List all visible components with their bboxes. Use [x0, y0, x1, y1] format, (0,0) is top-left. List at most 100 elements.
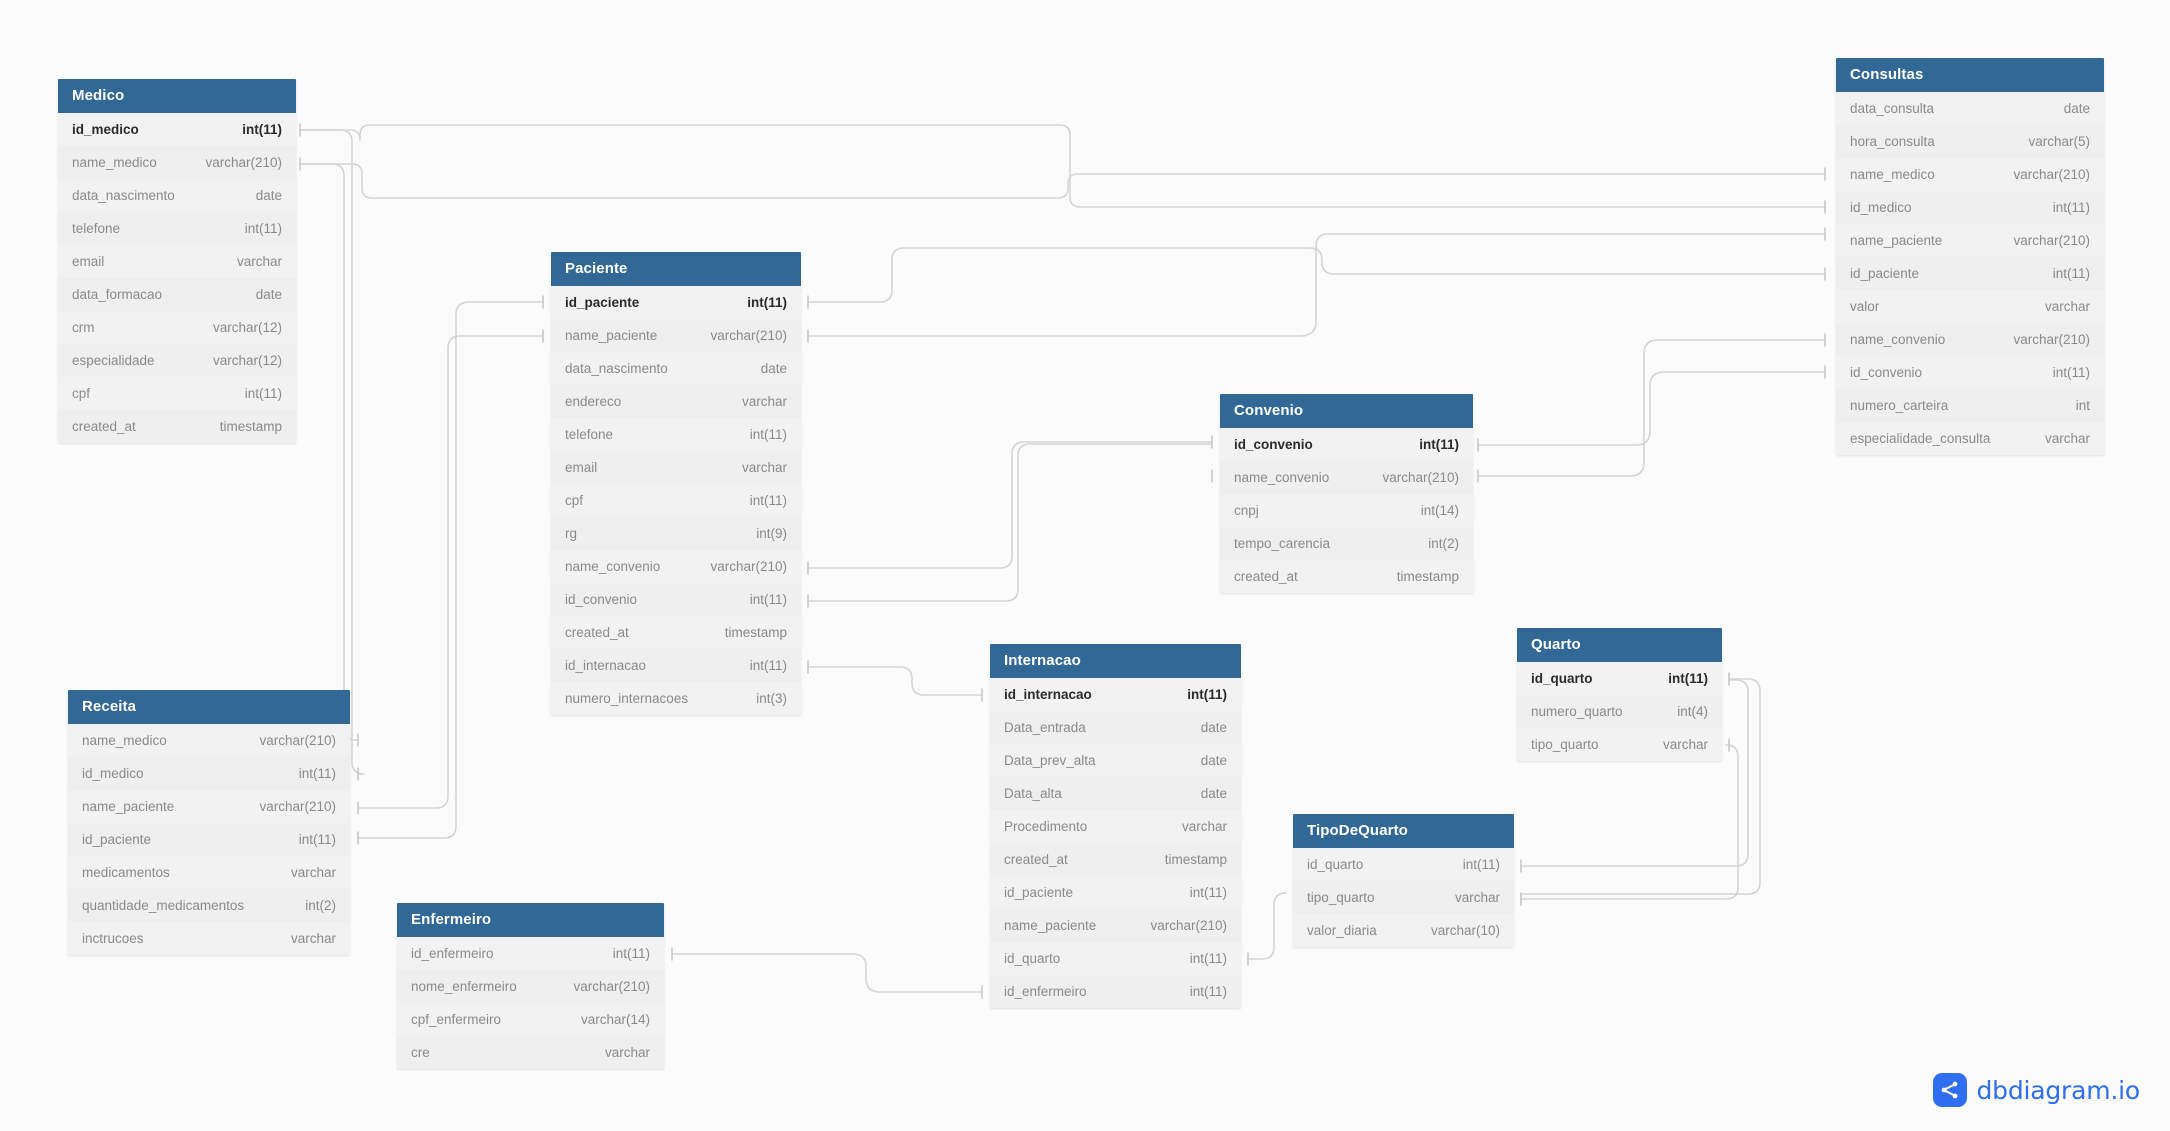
table-title-enfermeiro[interactable]: Enfermeiro: [397, 903, 664, 937]
table-title-consultas[interactable]: Consultas: [1836, 58, 2104, 92]
field-type: int(11): [1187, 687, 1227, 702]
field-type: int(11): [1419, 437, 1459, 452]
field-type: varchar(210): [573, 979, 650, 994]
edge-paciente-internacao: [807, 666, 983, 696]
field-name: name_paciente: [1850, 233, 1943, 248]
table-title-medico[interactable]: Medico: [58, 79, 296, 113]
field-type: date: [1200, 786, 1227, 801]
field-name: numero_internacoes: [565, 691, 689, 706]
field-type: int(11): [2052, 200, 2090, 215]
field-type: int(11): [298, 766, 336, 781]
field-name: data_consulta: [1850, 101, 1935, 116]
table-title-receita[interactable]: Receita: [68, 690, 350, 724]
field-name: endereco: [565, 394, 622, 409]
table-title-quarto[interactable]: Quarto: [1517, 628, 1722, 662]
field-name: valor: [1850, 299, 1880, 314]
table-title-convenio[interactable]: Convenio: [1220, 394, 1473, 428]
table-title-internacao[interactable]: Internacao: [990, 644, 1241, 678]
table-title-tipodequarto[interactable]: TipoDeQuarto: [1293, 814, 1514, 848]
table-title-paciente[interactable]: Paciente: [551, 252, 801, 286]
field-name: tempo_carencia: [1234, 536, 1331, 551]
dbdiagram-watermark[interactable]: dbdiagram.io: [1932, 1073, 2140, 1107]
